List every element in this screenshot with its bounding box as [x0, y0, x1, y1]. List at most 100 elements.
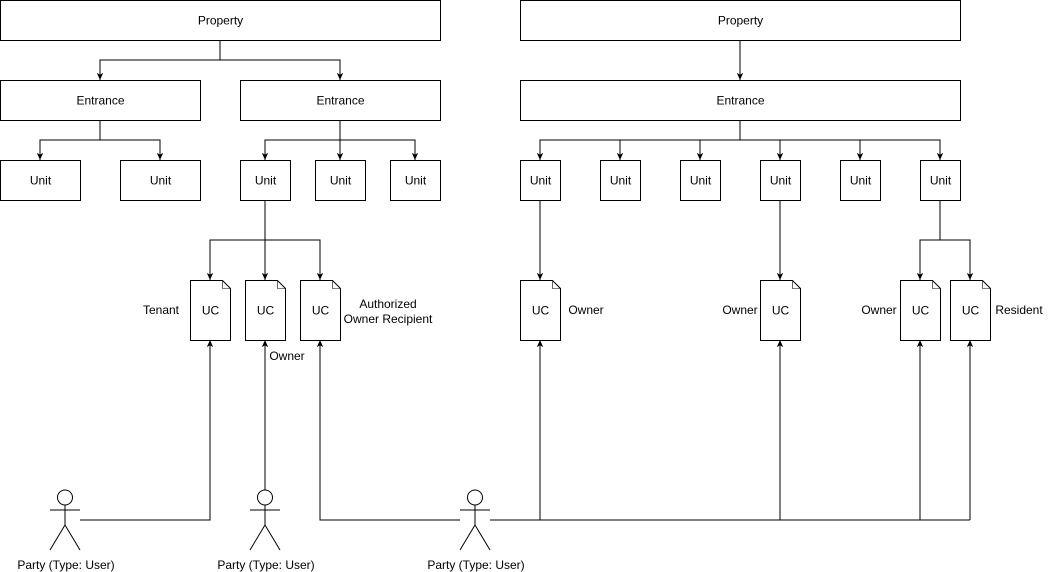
uc-7: UC — [950, 280, 991, 341]
uc-1-fold — [222, 280, 231, 289]
edge-unit11-uc6 — [916, 200, 941, 280]
unit-7-box — [600, 160, 641, 201]
actor-3-right-leg — [474, 524, 491, 551]
uc-6-label: UC — [912, 304, 930, 318]
actor-2-label: Party (Type: User) — [217, 558, 314, 572]
uc-2-fold — [277, 280, 286, 289]
uc-1-document-shape — [190, 280, 231, 341]
property-1-label: Property — [198, 14, 243, 28]
edges — [36, 40, 974, 521]
role-label-owner-uc2: Owner — [269, 349, 304, 363]
edge-entrance3-unit11 — [740, 139, 944, 160]
unit-5: Unit — [390, 160, 441, 201]
unit-6-label: Unit — [530, 174, 552, 188]
unit-6-box — [520, 160, 561, 201]
unit-9-label: Unit — [770, 174, 792, 188]
edge-property1-entrance2 — [219, 40, 344, 80]
unit-11: Unit — [920, 160, 961, 201]
role-label-authorized-line2: Owner Recipient — [344, 312, 433, 326]
unit-3-label: Unit — [255, 174, 277, 188]
unit-2-label: Unit — [150, 174, 172, 188]
actor-2-left-leg — [249, 524, 266, 551]
edge-entrance2-unit3 — [261, 120, 341, 160]
edge-property1-entrance1 — [96, 40, 221, 80]
actor-1-head — [57, 489, 73, 506]
edge-entrance3-unit9 — [740, 139, 784, 160]
actor-3-left-leg — [459, 524, 476, 551]
unit-5-box — [390, 160, 441, 201]
uc-4: UC — [520, 280, 561, 341]
uc-2: UC — [245, 280, 286, 341]
unit-11-label: Unit — [930, 174, 952, 188]
edge-unit3-uc1 — [206, 200, 266, 280]
unit-2: Unit — [120, 160, 201, 201]
uc-1: UC — [190, 280, 231, 341]
unit-6: Unit — [520, 160, 561, 201]
unit-8: Unit — [680, 160, 721, 201]
property-2-label: Property — [718, 14, 763, 28]
uc-3-fold — [332, 280, 341, 289]
actor-3: Party (Type: User) — [427, 489, 525, 572]
unit-10: Unit — [840, 160, 881, 201]
uc-4-fold — [552, 280, 561, 289]
unit-3-box — [240, 160, 291, 201]
entrance-2: Entrance — [240, 80, 441, 121]
actor-1: Party (Type: User) — [17, 489, 115, 572]
unit-9-box — [760, 160, 801, 201]
entrance-1: Entrance — [0, 80, 201, 121]
edge-entrance3-unit7 — [616, 139, 740, 160]
role-label-owner-uc4: Owner — [568, 303, 603, 317]
uc-4-document-shape — [520, 280, 561, 341]
entrance-1-label: Entrance — [76, 94, 124, 108]
actor-1-label: Party (Type: User) — [17, 558, 114, 572]
edge-entrance3-unit10 — [740, 139, 864, 160]
uc-6: UC — [900, 280, 941, 341]
uc-4-label: UC — [532, 304, 550, 318]
entrance-3-label: Entrance — [716, 94, 764, 108]
unit-5-label: Unit — [405, 174, 427, 188]
uc-2-document-shape — [245, 280, 286, 341]
actor-2-right-leg — [264, 524, 281, 551]
unit-2-box — [120, 160, 201, 201]
unit-8-label: Unit — [690, 174, 712, 188]
uc-5-fold — [792, 280, 801, 289]
property-2: Property — [520, 0, 961, 41]
edge-unit11-uc7 — [940, 239, 974, 280]
unit-1: Unit — [0, 160, 81, 201]
role-label-resident: Resident — [995, 303, 1043, 317]
unit-1-label: Unit — [30, 174, 52, 188]
unit-4: Unit — [315, 160, 366, 201]
uc-3: UC — [300, 280, 341, 341]
actor-1-right-leg — [64, 524, 81, 551]
uc-6-fold — [932, 280, 941, 289]
unit-10-box — [840, 160, 881, 201]
role-label-authorized-line1: Authorized — [359, 297, 416, 311]
entrance-1-box — [0, 80, 201, 121]
unit-7: Unit — [600, 160, 641, 201]
edge-entrance3-unit8 — [696, 139, 740, 160]
role-label-owner-uc6: Owner — [861, 303, 896, 317]
unit-9: Unit — [760, 160, 801, 201]
uc-2-label: UC — [257, 304, 275, 318]
edge-actor1-uc1 — [80, 340, 214, 521]
edge-entrance2-unit5 — [339, 120, 419, 160]
unit-3: Unit — [240, 160, 291, 201]
uc-5-document-shape — [760, 280, 801, 341]
actor-3-head — [467, 489, 483, 506]
unit-10-label: Unit — [850, 174, 872, 188]
edge-entrance1-unit1 — [36, 120, 101, 160]
property-1-box — [0, 0, 441, 41]
entrance-3: Entrance — [520, 80, 961, 121]
uc-3-label: UC — [312, 304, 330, 318]
uc-7-document-shape — [950, 280, 991, 341]
unit-1-box — [0, 160, 81, 201]
edge-unit3-uc3 — [264, 200, 324, 280]
uc-7-label: UC — [962, 304, 980, 318]
actor-2-head — [257, 489, 273, 506]
uc-3-document-shape — [300, 280, 341, 341]
property-2-box — [520, 0, 961, 41]
uc-1-label: UC — [202, 304, 220, 318]
actor-1-left-leg — [49, 524, 66, 551]
entrance-2-label: Entrance — [316, 94, 364, 108]
actor-2: Party (Type: User) — [217, 489, 315, 572]
